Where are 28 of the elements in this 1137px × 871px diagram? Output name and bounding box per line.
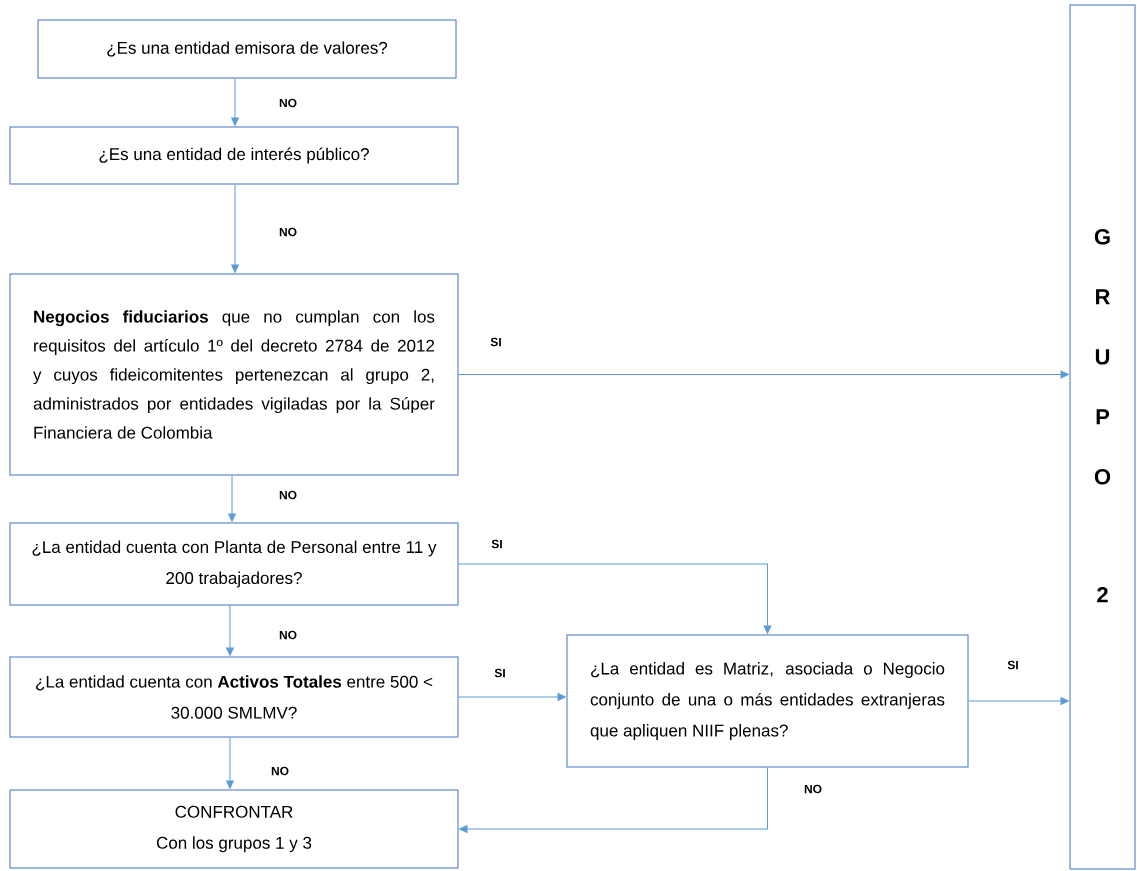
arrow <box>968 697 1069 705</box>
arrow <box>458 693 566 701</box>
group-box: G R U P O 2 <box>1069 4 1136 870</box>
edge-label: NO <box>278 97 298 109</box>
arrow <box>458 563 772 634</box>
arrow <box>459 767 768 833</box>
edge-label: NO <box>278 226 298 238</box>
decision-box: Negocios fiduciarios que no cumplan con los requisitos del artículo 1º del decreto 2784 de 2012 y cuyos fideicomitentes pertenezcan al grupo 2, administrados por entidades vigiladas por la Súper Financiera de Colombia <box>9 273 459 476</box>
decision-box: ¿Es una entidad de interés público? <box>9 126 459 185</box>
decision-box: ¿Es una entidad emisora de valores? <box>37 19 457 79</box>
edge-label: SI <box>493 667 507 679</box>
edge-label: NO <box>270 765 290 777</box>
edge-label: SI <box>490 538 504 550</box>
edge-label: NO <box>803 783 823 795</box>
edge-label: NO <box>278 489 298 501</box>
arrow <box>228 475 236 522</box>
decision-box: ¿La entidad cuenta con Planta de Personal entre 11 y 200 trabajadores? <box>9 522 459 606</box>
arrow <box>458 370 1069 379</box>
decision-box: ¿La entidad cuenta con Activos Totales entre 500 < 30.000 SMLMV? <box>9 656 459 738</box>
edge-label: SI <box>489 336 503 348</box>
arrow <box>231 78 239 126</box>
edge-label: NO <box>278 629 298 641</box>
arrow <box>231 184 239 273</box>
edge-label: SI <box>1006 659 1020 671</box>
process-box: CONFRONTAR Con los grupos 1 y 3 <box>9 789 459 869</box>
arrow <box>226 605 234 656</box>
arrow <box>226 737 234 789</box>
decision-box: ¿La entidad es Matriz, asociada o Negocio conjunto de una o más entidades extranjeras que apliquen NIIF plenas? <box>566 634 969 768</box>
